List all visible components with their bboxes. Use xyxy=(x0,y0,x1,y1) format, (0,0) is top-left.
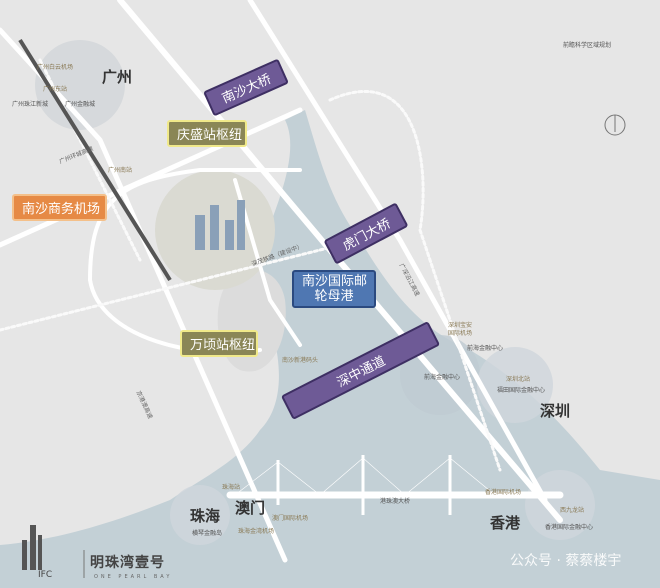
poi-baoan-airport-1: 深圳宝安 xyxy=(448,322,473,329)
railway xyxy=(18,38,172,282)
poi-hk-ifc: 香港国际金融中心 xyxy=(545,524,594,531)
poi-west-kowloon: 西九龙站 xyxy=(560,507,585,514)
poi-zhujiang-newtown: 广州珠江新城 xyxy=(12,101,49,108)
poi-hk-airport: 香港国际机场 xyxy=(485,489,522,496)
poi-futian: 福田国际金融中心 xyxy=(497,387,546,394)
compass-icon xyxy=(604,114,626,136)
poi-baoan-airport-2: 国际机场 xyxy=(448,330,473,337)
hzmb-bridge-towers xyxy=(276,455,452,515)
logo-text: IFC xyxy=(38,570,53,580)
watermark: 公众号 · 蔡蔡楼宇 xyxy=(510,553,622,569)
poi-baiyun-airport: 广州白云机场 xyxy=(37,64,74,71)
poi-shenzhen-north: 深圳北站 xyxy=(506,376,531,383)
city-macau: 澳门 xyxy=(235,499,266,517)
brand-name: 明珠湾壹号 xyxy=(90,555,165,571)
city-shenzhen: 深圳 xyxy=(540,402,571,420)
poi-jinwan-airport: 珠海金湾机场 xyxy=(238,528,275,535)
badge-qingsheng-hub[interactable]: 庆盛站枢纽 xyxy=(167,120,247,147)
poi-hengqin: 横琴金融岛 xyxy=(192,530,223,537)
poi-qianhai-2: 前海金融中心 xyxy=(424,374,461,381)
ifc-logo xyxy=(22,525,42,570)
badge-nansha-cruise-port[interactable]: 南沙国际邮 轮母港 xyxy=(292,270,376,308)
cruise-port-line1: 南沙国际邮 xyxy=(302,274,368,289)
badge-nansha-airport[interactable]: 南沙商务机场 xyxy=(12,194,107,221)
poi-nansha-pier: 南沙新港码头 xyxy=(282,357,319,364)
badge-wanqing-hub[interactable]: 万顷站枢纽 xyxy=(180,330,258,357)
zhuhai-zone xyxy=(170,485,230,545)
label-science-zone: 前瞻科学区域规划 xyxy=(563,42,612,49)
futian-zone xyxy=(477,347,553,423)
poi-guangzhou-south: 广州南站 xyxy=(108,167,133,174)
city-hongkong: 香港 xyxy=(490,514,521,532)
poi-qianhai-1: 前海金融中心 xyxy=(467,345,504,352)
guangzhou-zone xyxy=(35,40,125,130)
development-towers xyxy=(195,200,245,250)
poi-macau-airport: 澳门国际机场 xyxy=(272,515,309,522)
hk-zone xyxy=(525,470,595,540)
hzmb-cables xyxy=(234,457,496,496)
brand-name-en: ONE PEARL BAY xyxy=(94,574,173,580)
city-guangzhou: 广州 xyxy=(102,68,133,86)
poi-finance-city: 广州金融城 xyxy=(65,101,96,108)
cruise-port-line2: 轮母港 xyxy=(314,289,354,304)
city-zhuhai: 珠海 xyxy=(190,507,221,525)
water-area xyxy=(0,110,660,588)
poi-guangzhou-east: 广州东站 xyxy=(43,86,68,93)
poi-zhuhai-station: 珠海站 xyxy=(222,484,241,491)
label-hzmb: 港珠澳大桥 xyxy=(380,498,411,505)
